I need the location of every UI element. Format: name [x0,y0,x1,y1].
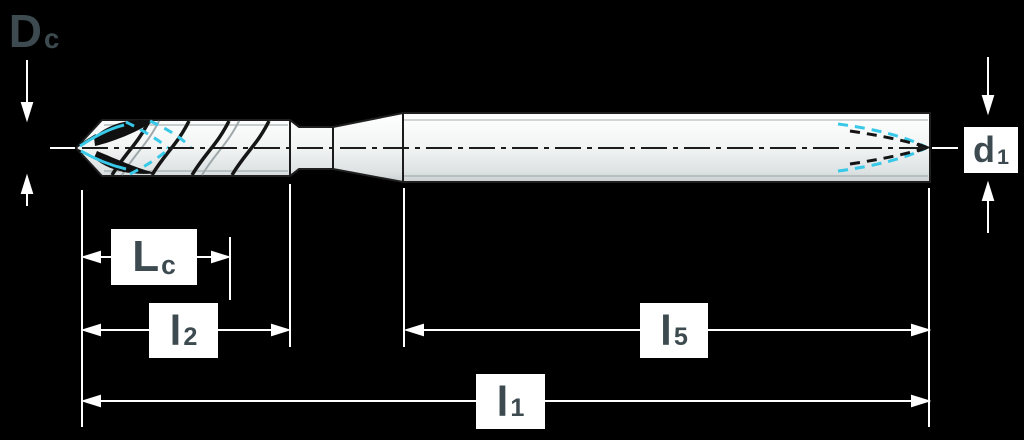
extension-lines [81,184,930,427]
arrow-up-icon [20,173,34,194]
label-l1-sub: 1 [510,394,525,423]
arrow-right-icon [271,323,292,337]
label-l5-main: l [660,306,672,354]
label-l1-main: l [496,377,509,425]
label-lc-sub: c [161,249,176,280]
arrow-down-icon [20,102,34,123]
arrow-right-icon [911,323,932,337]
tip-flute-lower [94,151,156,174]
cutting-edge-highlights [79,123,127,171]
arrow-up-icon [981,180,995,201]
label-dc-sub: c [43,23,60,55]
dimension-dc [20,60,34,206]
label-d1-sub: 1 [996,143,1009,169]
label-l2-sub: 2 [183,323,198,352]
label-lc-main: L [132,232,160,281]
tip-flute-upper [94,119,154,146]
arrow-left-icon [403,323,424,337]
arrow-left-icon [80,394,101,408]
label-l2-main: l [169,306,182,354]
drill-tip [77,119,193,176]
label-d1-main: d [972,129,995,170]
dimension-d1 [981,57,995,233]
arrow-down-icon [981,95,995,116]
tip-helix-dashed-highlights [125,119,193,176]
label-l5-sub: 5 [673,323,688,352]
arrow-left-icon [80,250,101,264]
arrow-left-icon [80,323,101,337]
arrow-right-icon [211,250,232,264]
label-dc-main: D [8,5,42,57]
arrow-right-icon [911,394,932,408]
